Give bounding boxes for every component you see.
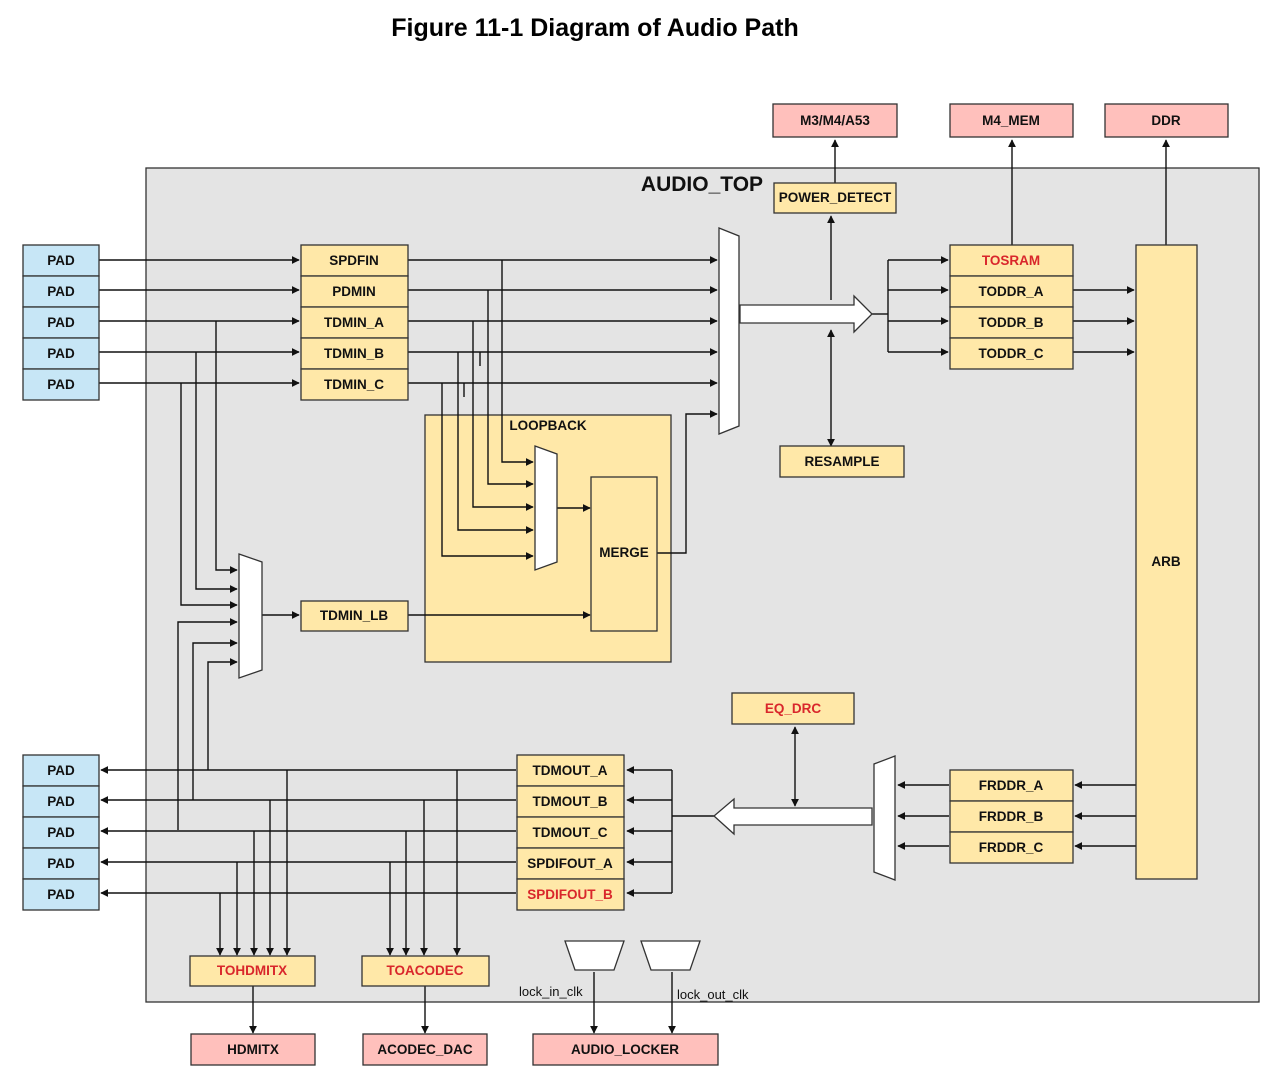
- lock-in-clk-mux: [564, 940, 625, 971]
- m3m4a53-block: [772, 103, 898, 138]
- output-mux: [873, 755, 896, 881]
- figure-title: Figure 11-1 Diagram of Audio Path: [391, 14, 799, 42]
- toddr-c-label: TODDR_C: [978, 346, 1043, 361]
- output-bus-arrow: [713, 797, 873, 836]
- output-pads: PAD PAD PAD PAD PAD: [22, 754, 100, 911]
- merge-block: [590, 476, 658, 632]
- acodec-dac-label: ACODEC_DAC: [377, 1042, 473, 1057]
- arb-block: [1135, 244, 1198, 880]
- eq-drc-block: [731, 692, 855, 725]
- frddr-blocks: FRDDR_A FRDDR_B FRDDR_C: [949, 769, 1074, 864]
- pad-label: PAD: [47, 284, 75, 299]
- input-pads: PAD PAD PAD PAD PAD: [22, 244, 100, 401]
- arb-label: ARB: [1151, 554, 1180, 569]
- pad-label: PAD: [47, 794, 75, 809]
- m4-mem-block: [949, 103, 1074, 138]
- hdmitx-label: HDMITX: [227, 1042, 279, 1057]
- wires: [99, 139, 1170, 1034]
- to-ddr-blocks: TOSRAM TODDR_A TODDR_B TODDR_C: [949, 244, 1074, 370]
- pad-label: PAD: [47, 856, 75, 871]
- frddr-a-label: FRDDR_A: [979, 778, 1044, 793]
- tdmin-a-label: TDMIN_A: [324, 315, 384, 330]
- input-mux: [718, 227, 740, 435]
- tdmout-c-label: TDMOUT_C: [533, 825, 608, 840]
- tdmin-lb-mux: [238, 553, 263, 679]
- pad-label: PAD: [47, 377, 75, 392]
- hdmitx-block: [190, 1033, 316, 1066]
- m4-mem-label: M4_MEM: [982, 113, 1040, 128]
- resample-block: [779, 445, 905, 478]
- tdmin-b-label: TDMIN_B: [324, 346, 384, 361]
- merge-label: MERGE: [599, 545, 649, 560]
- ddr-block: [1104, 103, 1229, 138]
- pad-label: PAD: [47, 763, 75, 778]
- tohdmitx-label: TOHDMITX: [217, 963, 287, 978]
- power-detect-block: [773, 182, 897, 214]
- audio-top-label: AUDIO_TOP: [641, 173, 763, 196]
- input-bus-arrow: [739, 294, 873, 334]
- ddr-label: DDR: [1151, 113, 1180, 128]
- pad-label: PAD: [47, 887, 75, 902]
- pad-label: PAD: [47, 346, 75, 361]
- acodec-dac-block: [362, 1033, 488, 1066]
- tdmout-a-label: TDMOUT_A: [533, 763, 608, 778]
- spdifout-b-label: SPDIFOUT_B: [527, 887, 613, 902]
- tdmin-lb-block: [300, 600, 409, 632]
- audio-locker-block: [532, 1033, 719, 1066]
- tohdmitx-block: [189, 955, 316, 987]
- resample-label: RESAMPLE: [804, 454, 879, 469]
- pad-label: PAD: [47, 253, 75, 268]
- tdmin-c-label: TDMIN_C: [324, 377, 384, 392]
- spdfin-label: SPDFIN: [329, 253, 379, 268]
- toacodec-label: TOACODEC: [386, 963, 463, 978]
- loopback-mux: [534, 445, 558, 571]
- audio-locker-label: AUDIO_LOCKER: [571, 1042, 679, 1057]
- frddr-c-label: FRDDR_C: [979, 840, 1044, 855]
- toacodec-block: [361, 955, 490, 987]
- pdmin-label: PDMIN: [332, 284, 376, 299]
- output-blocks: TDMOUT_A TDMOUT_B TDMOUT_C SPDIFOUT_A SP…: [516, 754, 625, 911]
- tdmout-b-label: TDMOUT_B: [533, 794, 608, 809]
- tosram-label: TOSRAM: [982, 253, 1040, 268]
- input-blocks: SPDFIN PDMIN TDMIN_A TDMIN_B TDMIN_C: [300, 244, 409, 401]
- lock-out-clk-mux: [640, 940, 701, 971]
- spdifout-a-label: SPDIFOUT_A: [527, 856, 613, 871]
- tdmin-lb-label: TDMIN_LB: [320, 608, 388, 623]
- lock-in-clk-label: lock_in_clk: [519, 984, 583, 999]
- pad-label: PAD: [47, 315, 75, 330]
- loopback-label: LOOPBACK: [509, 418, 587, 433]
- toddr-a-label: TODDR_A: [978, 284, 1043, 299]
- eq-drc-label: EQ_DRC: [765, 701, 822, 716]
- power-detect-label: POWER_DETECT: [779, 190, 892, 205]
- frddr-b-label: FRDDR_B: [979, 809, 1044, 824]
- m3m4a53-label: M3/M4/A53: [800, 113, 870, 128]
- lock-out-clk-label: lock_out_clk: [677, 987, 749, 1002]
- pad-label: PAD: [47, 825, 75, 840]
- toddr-b-label: TODDR_B: [978, 315, 1043, 330]
